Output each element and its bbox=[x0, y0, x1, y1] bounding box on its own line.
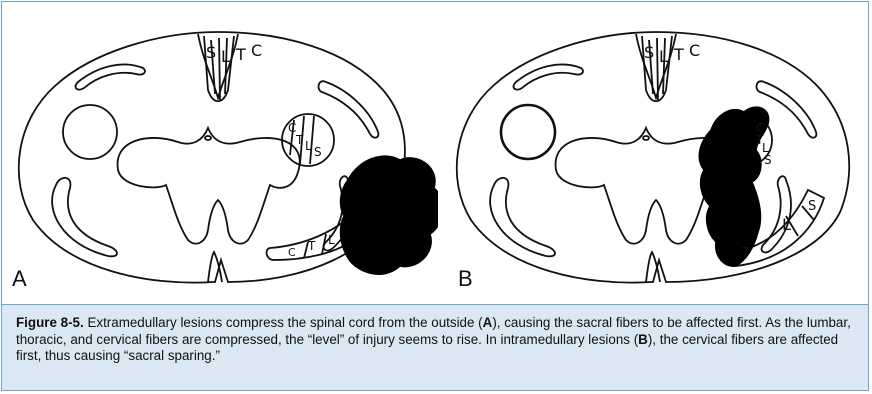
extramedullary-lesion-a bbox=[341, 156, 438, 274]
caption-ref-a: A bbox=[483, 315, 493, 330]
ventral-label-t-a: T bbox=[307, 239, 316, 253]
figure-illustration: S L T C C T L S C T L A bbox=[2, 2, 868, 304]
panel-label-a: A bbox=[12, 266, 27, 292]
caption-ref-b: B bbox=[638, 332, 648, 347]
column-label-s-a: S bbox=[206, 43, 216, 62]
left-tract-circle-a bbox=[63, 105, 117, 159]
lateral-label-t-a: T bbox=[295, 133, 304, 147]
column-label-l-b: L bbox=[659, 47, 668, 66]
ventral-label-c-a: C bbox=[288, 246, 296, 259]
figure-caption: Figure 8-5. Extramedullary lesions compr… bbox=[2, 304, 868, 390]
spinal-cord-diagram-b: S L T C C T L S T L S bbox=[446, 20, 866, 295]
ventral-label-l-b: L bbox=[782, 215, 791, 234]
spinal-cord-diagram-a: S L T C C T L S C T L bbox=[8, 20, 438, 295]
lateral-label-l-a: L bbox=[305, 139, 312, 153]
left-tract-circle-b bbox=[501, 105, 555, 159]
caption-label: Figure 8-5. bbox=[16, 315, 84, 330]
lateral-label-s-a: S bbox=[314, 145, 322, 159]
column-label-c-a: C bbox=[251, 41, 262, 60]
caption-text-part-1: Extramedullary lesions compress the spin… bbox=[84, 315, 483, 330]
ventral-label-l-a: L bbox=[328, 233, 335, 247]
grey-matter-a bbox=[118, 128, 300, 244]
column-label-s-b: S bbox=[644, 43, 654, 62]
lateral-label-s-b: S bbox=[764, 153, 772, 167]
column-label-c-b: C bbox=[689, 41, 700, 60]
column-label-t-b: T bbox=[673, 45, 684, 64]
column-label-l-a: L bbox=[221, 47, 230, 66]
ventral-label-t-b: T bbox=[741, 245, 750, 259]
panel-label-b: B bbox=[458, 266, 473, 292]
ventral-label-s-b: S bbox=[808, 199, 816, 214]
column-label-t-a: T bbox=[235, 45, 246, 64]
